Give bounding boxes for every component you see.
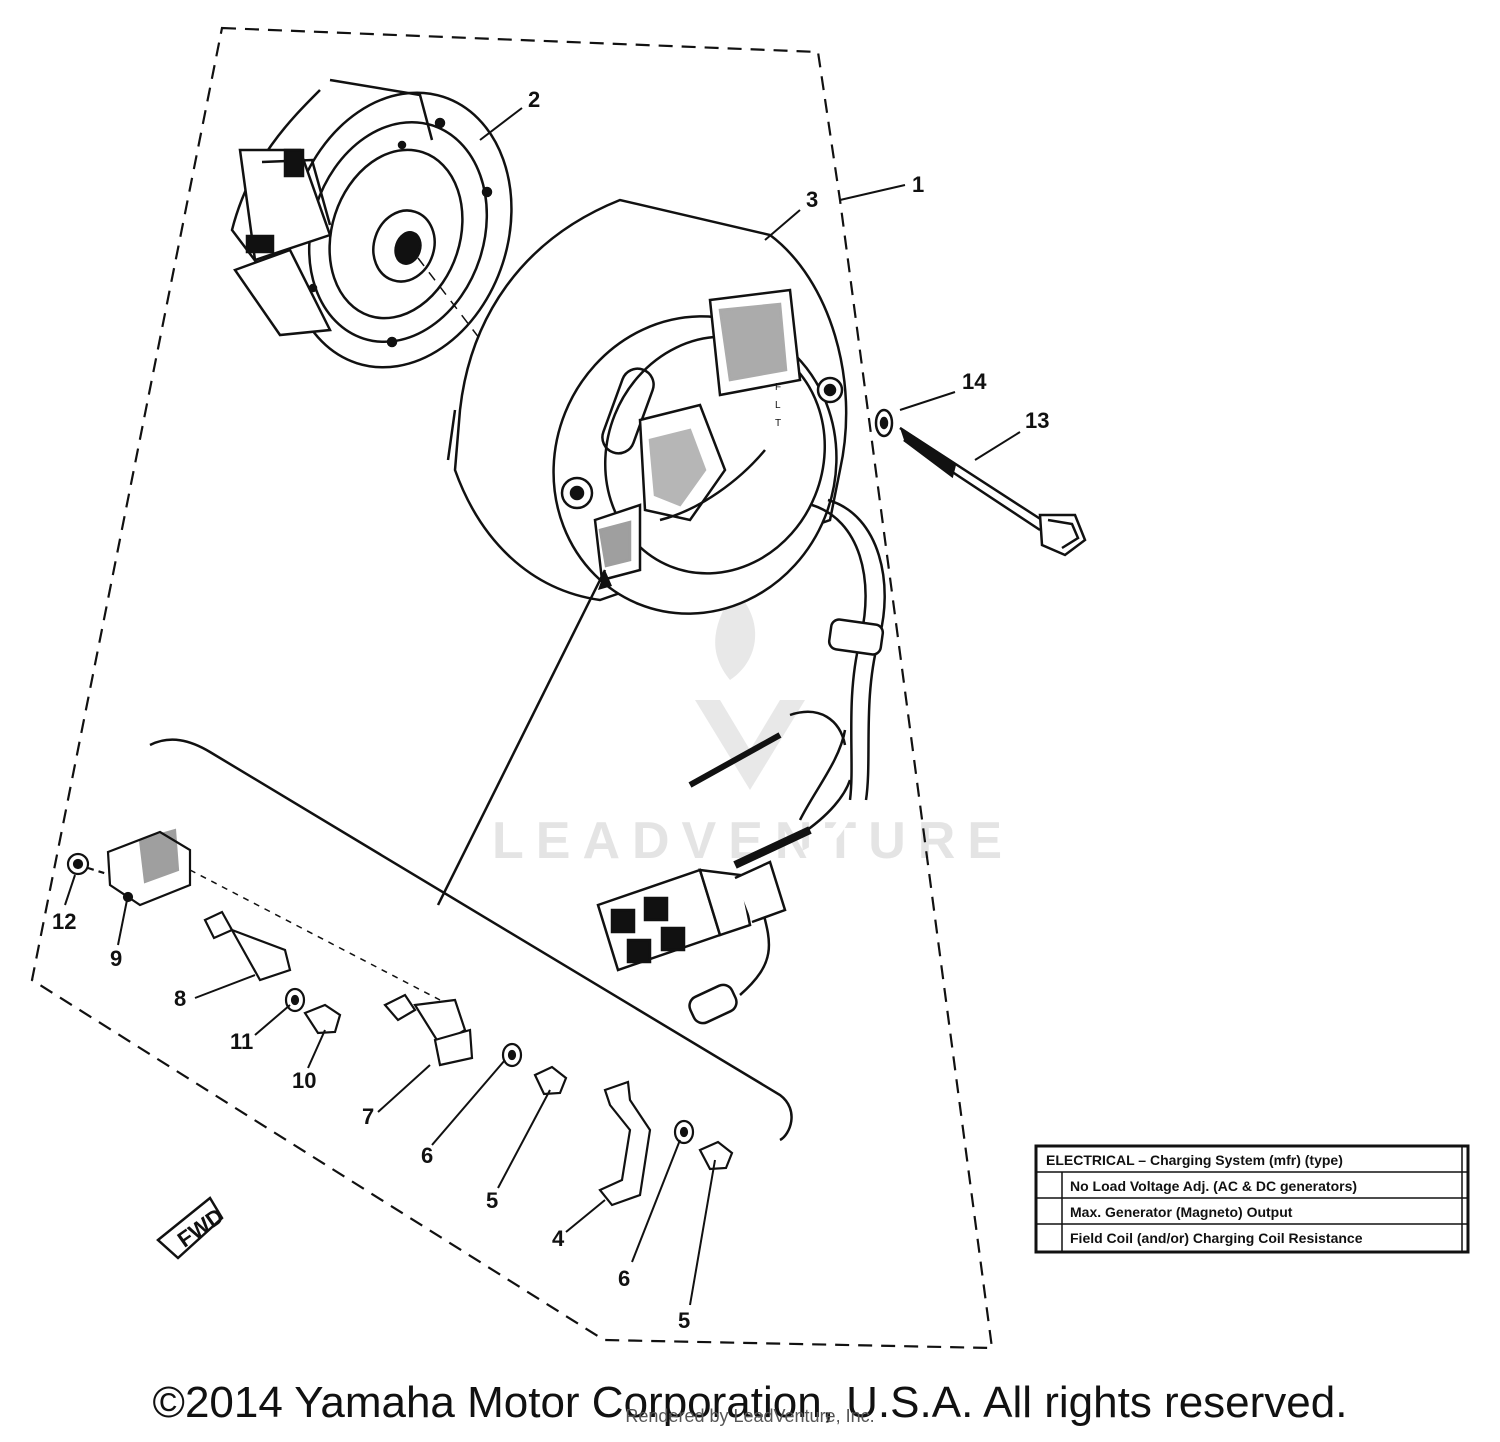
callout-number: 9: [110, 946, 122, 971]
callout-leader: [377, 1064, 431, 1113]
copyright-notice: ©2014 Yamaha Motor Corporation, U.S.A. A…: [152, 1378, 1348, 1427]
callout-leader: [307, 1029, 326, 1069]
fwd-arrow: FWD: [156, 1196, 228, 1260]
callout-number: 13: [1025, 408, 1049, 433]
bolt-and-washer: [874, 408, 1087, 557]
watermark-text: LEADVENTURE: [492, 812, 1014, 870]
spec-row: No Load Voltage Adj. (AC & DC generators…: [1070, 1178, 1357, 1194]
callout-number: 12: [52, 909, 76, 934]
callout-leader: [431, 1059, 506, 1146]
callout-number: 5: [678, 1308, 690, 1333]
svg-text:L: L: [775, 400, 781, 411]
stator-assembly: F L T: [446, 198, 848, 615]
harness-connector: [596, 860, 787, 972]
callout-leader: [479, 107, 523, 141]
group-leader-arrow: [598, 570, 612, 590]
callout-number: 8: [174, 986, 186, 1011]
spec-table: ELECTRICAL – Charging System (mfr) (type…: [1034, 1144, 1470, 1254]
callout-leader: [839, 184, 906, 201]
callout-number: 14: [962, 369, 987, 394]
small-parts: [66, 828, 734, 1207]
callout-leader: [117, 894, 129, 946]
svg-text:T: T: [775, 418, 781, 429]
callout-number: 4: [552, 1226, 565, 1251]
rotor: [230, 78, 513, 369]
callout-leader: [565, 1199, 606, 1233]
callout-number: 5: [486, 1188, 498, 1213]
spec-row-header: ELECTRICAL – Charging System (mfr) (type…: [1046, 1152, 1343, 1168]
callout-number: 10: [292, 1068, 316, 1093]
callout-number: 7: [362, 1104, 374, 1129]
spec-row: Field Coil (and/or) Charging Coil Resist…: [1070, 1230, 1363, 1246]
callout-leader: [631, 1139, 681, 1263]
callout-leader: [974, 431, 1021, 461]
callout-number: 11: [230, 1029, 253, 1054]
wire-harness: [688, 498, 886, 1025]
callout-leader: [899, 391, 956, 411]
callout-leader: [194, 974, 256, 999]
svg-text:F: F: [775, 382, 781, 393]
spec-row: Max. Generator (Magneto) Output: [1070, 1204, 1293, 1220]
callout-leader: [764, 209, 801, 241]
callout-number: 6: [421, 1143, 433, 1168]
callout-leader: [64, 874, 76, 906]
rendered-by-notice: Rendered by LeadVenture, Inc.: [625, 1406, 875, 1426]
group-leader: [436, 569, 607, 906]
callout-leader: [497, 1089, 551, 1189]
callout-leader: [689, 1159, 716, 1306]
callout-number: 1: [912, 172, 924, 197]
callout-leader: [254, 1004, 291, 1036]
leadventure-watermark: LEADVENTURE: [492, 590, 1014, 870]
callout-number: 2: [528, 87, 540, 112]
callout-number: 6: [618, 1266, 630, 1291]
group-bracket: [149, 738, 793, 1142]
callout-number: 3: [806, 187, 818, 212]
assembly-boundary: [30, 26, 994, 1350]
